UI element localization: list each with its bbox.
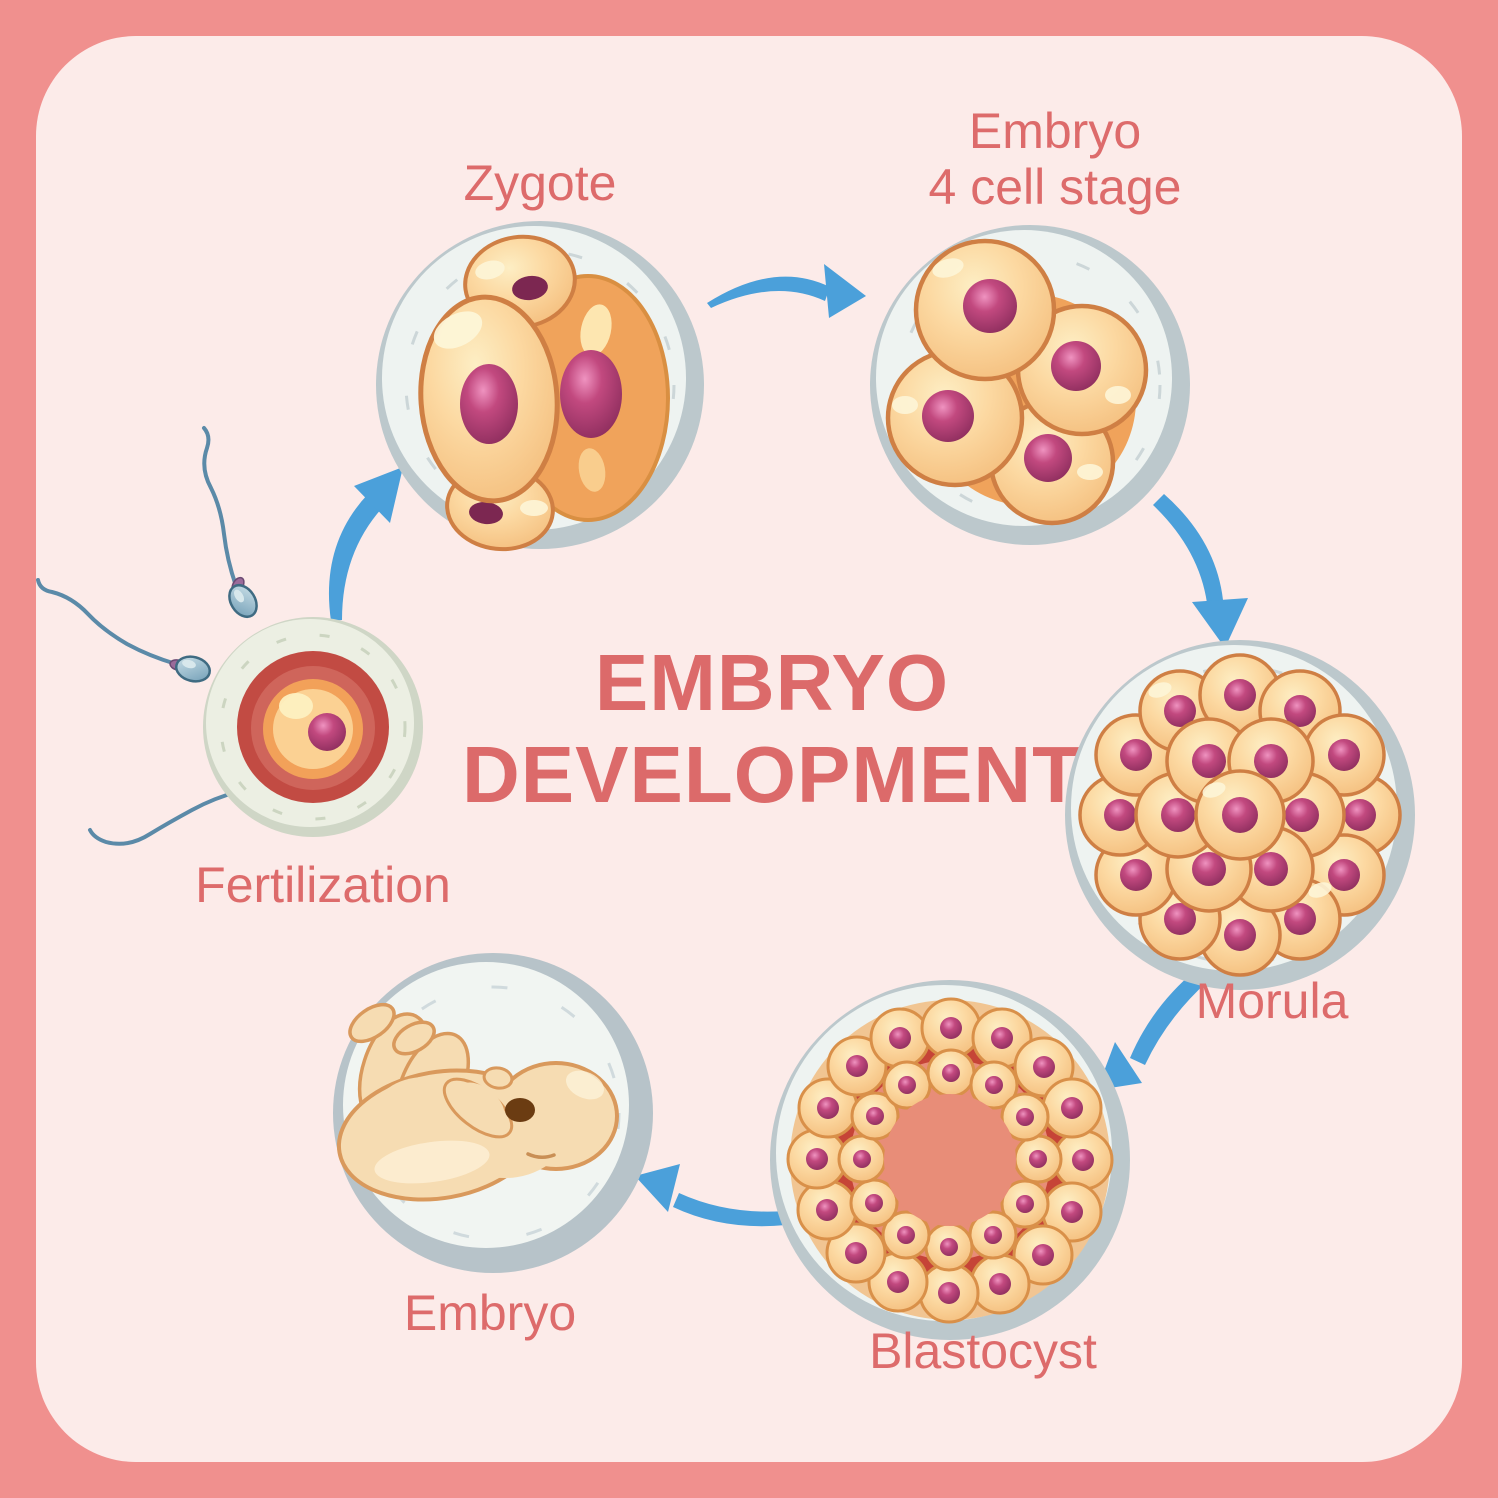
embryo-stage: Embryo: [333, 953, 653, 1341]
arrow-zygote-to-four-cell-icon: [707, 264, 866, 318]
egg-icon: [203, 617, 423, 837]
fertilization-label: Fertilization: [195, 857, 451, 913]
sperm-icon: [36, 578, 211, 683]
sperm-icon: [202, 426, 258, 619]
blastocyst-stage: Blastocyst: [770, 980, 1130, 1379]
four-cell-illustration: [870, 225, 1190, 545]
fetus-icon: [336, 1002, 619, 1202]
morula-illustration: [1065, 640, 1415, 990]
title-line-1: EMBRYO: [595, 638, 949, 727]
blastocyst-label: Blastocyst: [869, 1323, 1097, 1379]
embryo-illustration: [333, 953, 653, 1273]
four-cell-label-line-2: 4 cell stage: [929, 159, 1182, 215]
blastocyst-illustration: [770, 980, 1130, 1340]
morula-stage: Morula: [1065, 640, 1415, 1029]
title-line-2: DEVELOPMENT: [462, 730, 1082, 819]
zygote-illustration: [376, 221, 704, 552]
morula-label: Morula: [1196, 973, 1349, 1029]
arrow-fertilization-to-zygote-icon: [328, 467, 403, 621]
fertilization-stage: Fertilization: [36, 426, 451, 913]
four-cell-stage: Embryo 4 cell stage: [870, 103, 1190, 545]
four-cell-label-line-1: Embryo: [969, 103, 1141, 159]
arrow-blastocyst-to-embryo-icon: [635, 1164, 786, 1227]
arrow-four-cell-to-morula-icon: [1153, 494, 1248, 648]
embryo-label: Embryo: [404, 1285, 576, 1341]
zygote-label: Zygote: [464, 155, 617, 211]
zygote-stage: Zygote: [376, 155, 704, 552]
